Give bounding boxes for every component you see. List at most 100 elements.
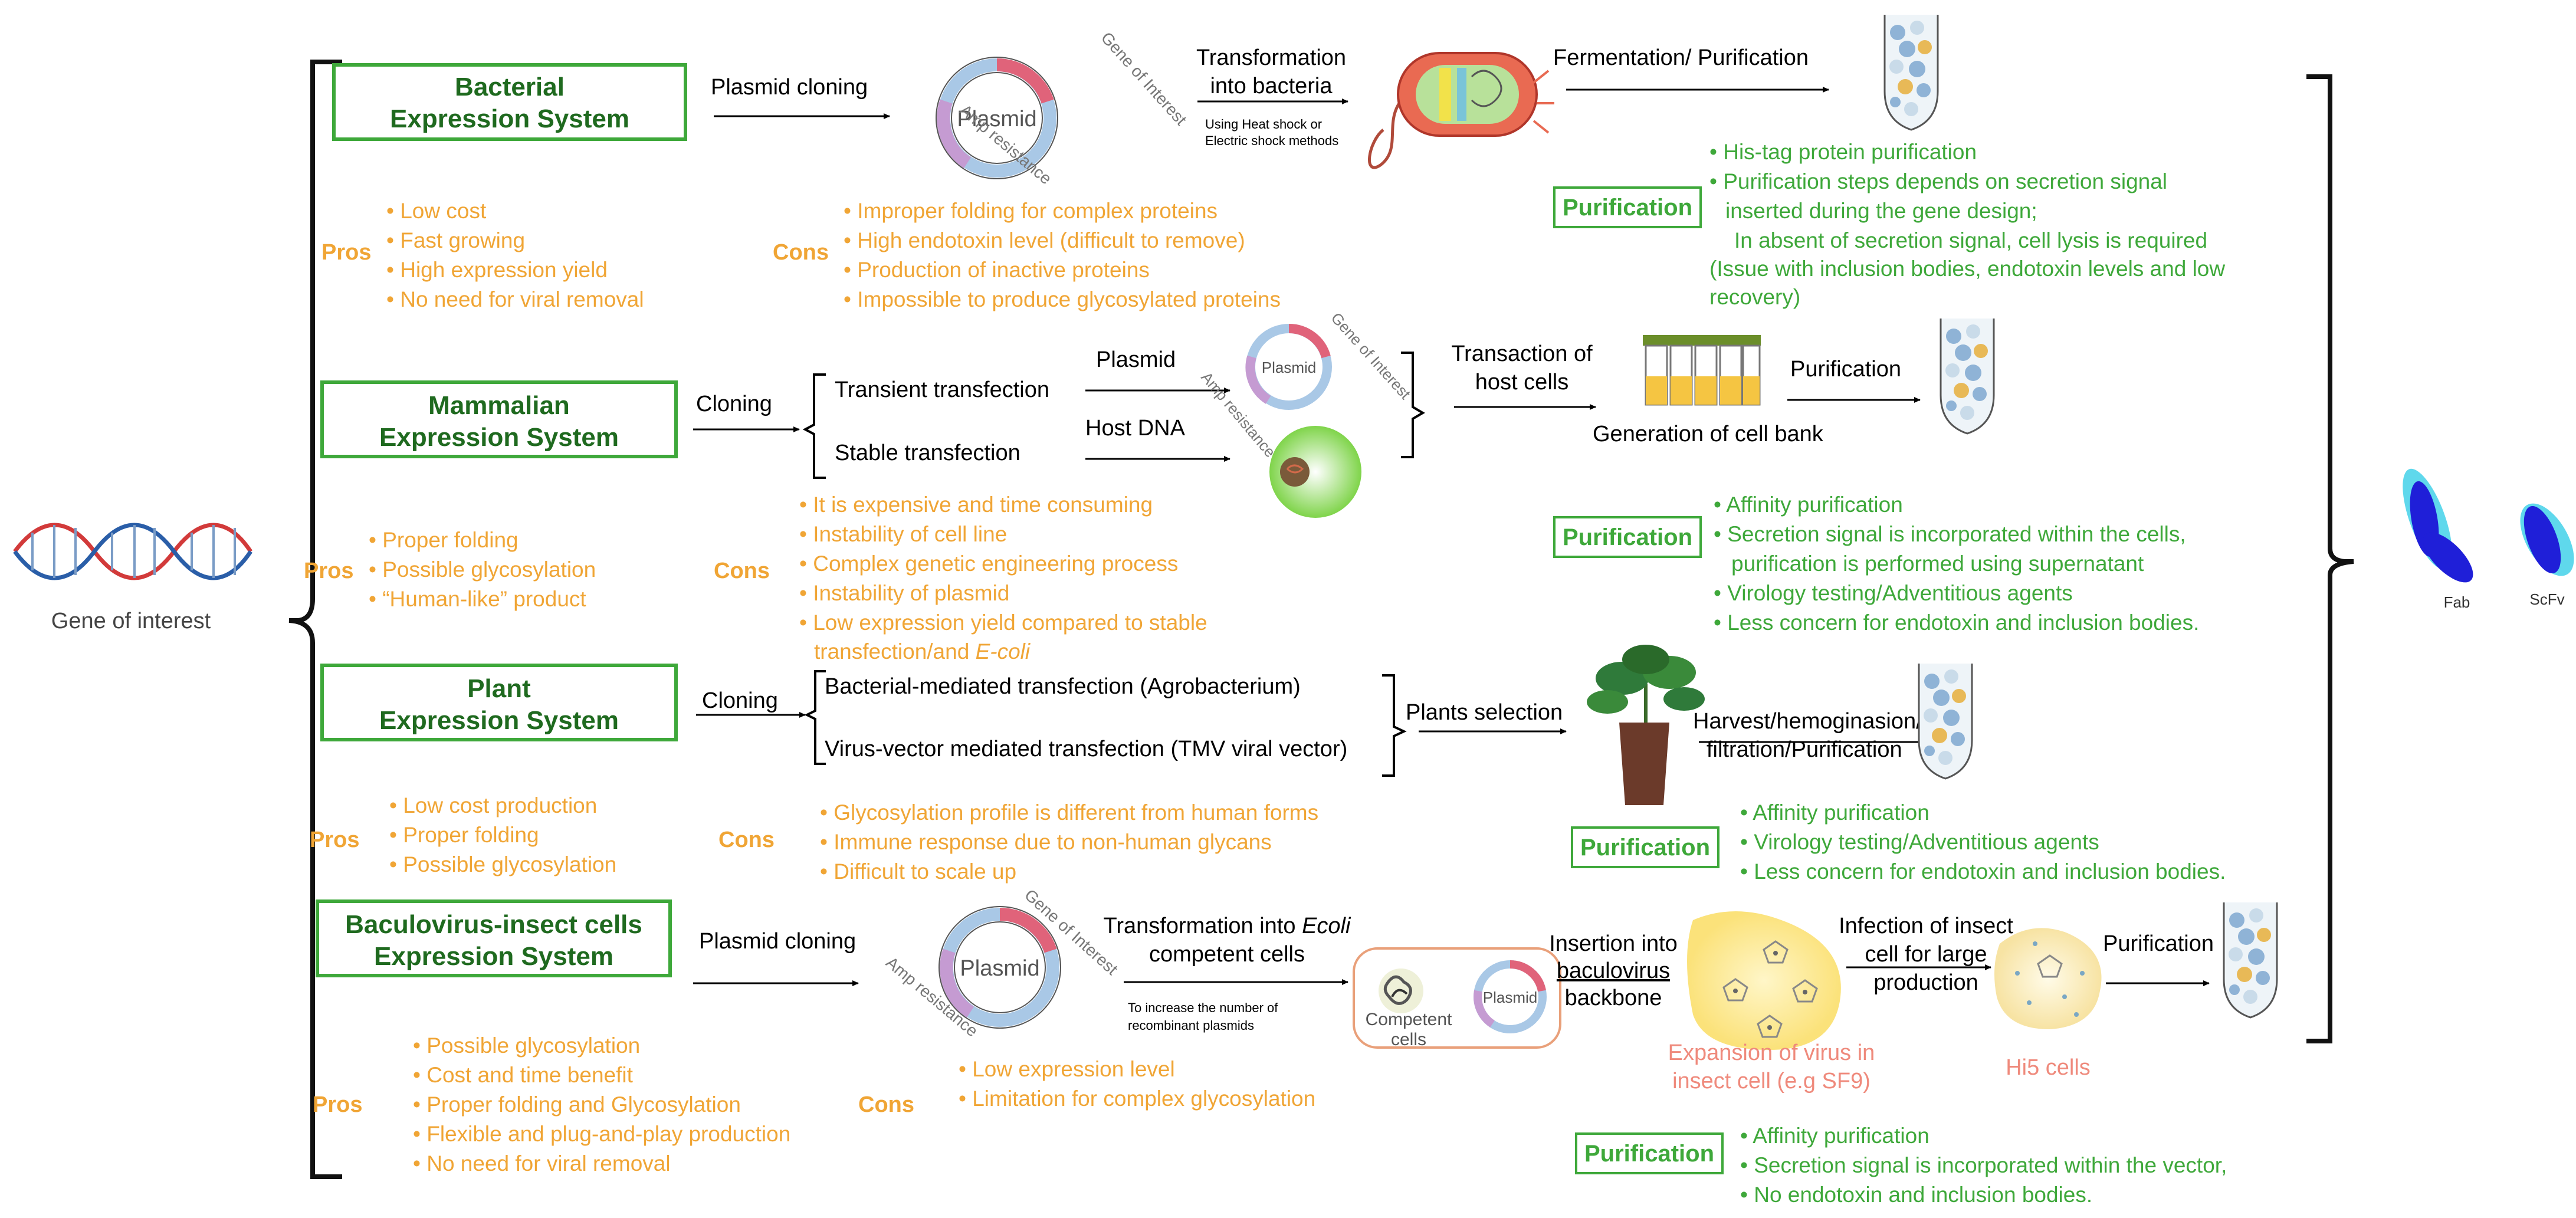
- bracket: [802, 373, 826, 479]
- list-item: Improper folding for complex proteins: [857, 199, 1218, 223]
- plant-cons-label: Cons: [718, 828, 775, 852]
- svg-text:• Low cost production: • Low cost production: [389, 793, 597, 818]
- list-item: Possible glycosylation: [403, 852, 616, 876]
- transaction-label-2: host cells: [1475, 370, 1568, 395]
- svg-text:• Cost and time benefit: • Cost and time benefit: [413, 1063, 634, 1087]
- expansion-label-1: Expansion of virus in: [1668, 1040, 1875, 1065]
- svg-text:• His-tag protein purification: • His-tag protein purification: [1709, 140, 1977, 164]
- svg-text:• It is expensive and time con: • It is expensive and time consuming: [799, 493, 1153, 517]
- svg-text:• Instability of cell line: • Instability of cell line: [799, 522, 1007, 546]
- expansion-label-2: insect cell (e.g SF9): [1672, 1069, 1871, 1094]
- list-item: Complex genetic engineering process: [813, 551, 1178, 576]
- svg-text:• “Human-like” product: • “Human-like” product: [369, 587, 586, 611]
- mammalian-cons-list: • It is expensive and time consuming • I…: [799, 493, 1207, 664]
- mammalian-expression-box: [320, 380, 678, 458]
- recombinant-note-1: To increase the number of: [1128, 1000, 1278, 1015]
- svg-text:• Proper folding: • Proper folding: [369, 528, 519, 552]
- plasmid-icon: [936, 57, 1058, 179]
- bracket: [1401, 352, 1425, 458]
- list-item: Difficult to scale up: [833, 859, 1016, 884]
- svg-text:• Improper folding for complex: • Improper folding for complex proteins: [844, 199, 1218, 223]
- svg-text:• Affinity purification: • Affinity purification: [1740, 800, 1929, 825]
- bacterial-purification-box: [1553, 186, 1702, 228]
- insertion-label-3: backbone: [1565, 986, 1662, 1010]
- mammalian-purification-label: Purification: [1563, 524, 1692, 550]
- list-item: Purification steps depends on secretion …: [1723, 169, 2167, 193]
- list-item: transfection/and: [814, 639, 969, 664]
- plant-purification-label: Purification: [1580, 835, 1710, 861]
- competent-label-1: Competent: [1366, 1010, 1452, 1029]
- svg-text:• Proper folding and Glycosyla: • Proper folding and Glycosylation: [413, 1092, 741, 1117]
- list-item: E-coli: [976, 639, 1031, 664]
- mammalian-cons-label: Cons: [714, 559, 770, 583]
- baculo-pros-label: Pros: [313, 1092, 362, 1117]
- heat-shock-note-1: Using Heat shock or: [1205, 117, 1322, 132]
- competent-label-2: cells: [1391, 1030, 1426, 1049]
- plasmid-text: Plasmid: [1096, 347, 1176, 372]
- svg-text:• Difficult to scale up: • Difficult to scale up: [820, 859, 1016, 884]
- small-plasmid-icon: [1474, 960, 1547, 1033]
- plant-cons-list: • Glycosylation profile is different fro…: [820, 800, 1318, 884]
- harvest-label-2: filtration/Purification: [1707, 737, 1902, 762]
- plant-expression-box: [320, 664, 678, 741]
- fermentation-label: Fermentation/ Purification: [1553, 45, 1809, 70]
- mammalian-cloning-label: Cloning: [696, 392, 772, 416]
- fab-label: Fab: [2444, 593, 2470, 611]
- bacterial-expression-box: [332, 63, 687, 141]
- list-item: High endotoxin level (difficult to remov…: [857, 228, 1245, 252]
- hi5-cells-label: Hi5 cells: [2006, 1055, 2091, 1080]
- insertion-label-2: baculovirus: [1557, 958, 1670, 983]
- list-item: Possible glycosylation: [426, 1033, 640, 1058]
- plant-purification-list: • Affinity purification • Virology testi…: [1740, 800, 2226, 884]
- list-item: Affinity purification: [1726, 493, 1903, 517]
- infection-label-2: cell for large: [1865, 942, 1987, 967]
- plasmid-label: Plasmid: [957, 107, 1036, 132]
- infection-label-1: Infection of insect: [1839, 914, 2013, 938]
- svg-text:• Virology testing/Adventitiou: • Virology testing/Adventitious agents: [1714, 581, 2073, 605]
- right-brace: [2306, 74, 2354, 1043]
- stable-transfection-label: Stable transfection: [835, 441, 1020, 465]
- plant-cloning-label: Cloning: [702, 688, 778, 713]
- insertion-label-1: Insertion into: [1549, 931, 1678, 956]
- bacterial-cons-label: Cons: [773, 240, 829, 265]
- baculo-cons-list: • Low expression level • Limitation for …: [959, 1057, 1315, 1111]
- plasmid-icon: [938, 906, 1061, 1029]
- recombinant-note-2: recombinant plasmids: [1128, 1018, 1254, 1033]
- competent-cells-box: [1353, 947, 1561, 1049]
- bracket: [804, 670, 826, 765]
- baculo-title-2: Expression System: [374, 942, 613, 971]
- plant-title-2: Expression System: [379, 706, 619, 735]
- harvest-label-1: Harvest/hemoginasion/: [1693, 709, 1922, 734]
- list-item: inserted during the gene design;: [1725, 199, 2037, 223]
- gene-of-interest-ring-label: Gene of Interest: [1328, 309, 1415, 403]
- plasmid-label: Plasmid: [1262, 359, 1316, 376]
- list-item: Secretion signal is incorporated within …: [1754, 1153, 2227, 1177]
- list-item: Secretion signal is incorporated within …: [1727, 522, 2186, 546]
- list-item: Flexible and plug-and-play production: [426, 1122, 790, 1146]
- baculo-pros-list: • Possible glycosylation • Cost and time…: [413, 1033, 790, 1176]
- list-item: Possible glycosylation: [382, 557, 596, 582]
- list-item: Less concern for endotoxin and inclusion…: [1754, 859, 2226, 884]
- baculo-cons-label: Cons: [858, 1092, 914, 1117]
- insect-cell-icon: [1687, 911, 1841, 1050]
- infection-label-3: production: [1873, 970, 1978, 995]
- list-item: recovery): [1709, 285, 1800, 309]
- list-item: His-tag protein purification: [1723, 140, 1977, 164]
- mammalian-title-2: Expression System: [379, 423, 619, 452]
- bracket: [1382, 674, 1407, 777]
- transformation-label-1: Transformation: [1196, 45, 1346, 70]
- svg-text:• Limitation for complex glyco: • Limitation for complex glycosylation: [959, 1086, 1315, 1111]
- list-item: Instability of cell line: [813, 522, 1007, 546]
- mammalian-purification-list: • Affinity purification • Secretion sign…: [1714, 493, 2199, 635]
- bacterial-purification-list: • His-tag protein purification • Purific…: [1709, 140, 2225, 309]
- list-item: Affinity purification: [1753, 1124, 1929, 1148]
- gene-of-interest-label: Gene of interest: [51, 609, 211, 633]
- purification-step-label: Purification: [1790, 357, 1901, 382]
- list-item: Less concern for endotoxin and inclusion…: [1727, 610, 2199, 635]
- competent-cell-icon: [1379, 969, 1423, 1013]
- heat-shock-note-2: Electric shock methods: [1205, 133, 1338, 148]
- purification-column-icon: [1883, 14, 1939, 131]
- scfv-antibody-icon: [2520, 503, 2574, 576]
- fab-antibody-icon: [2403, 468, 2473, 583]
